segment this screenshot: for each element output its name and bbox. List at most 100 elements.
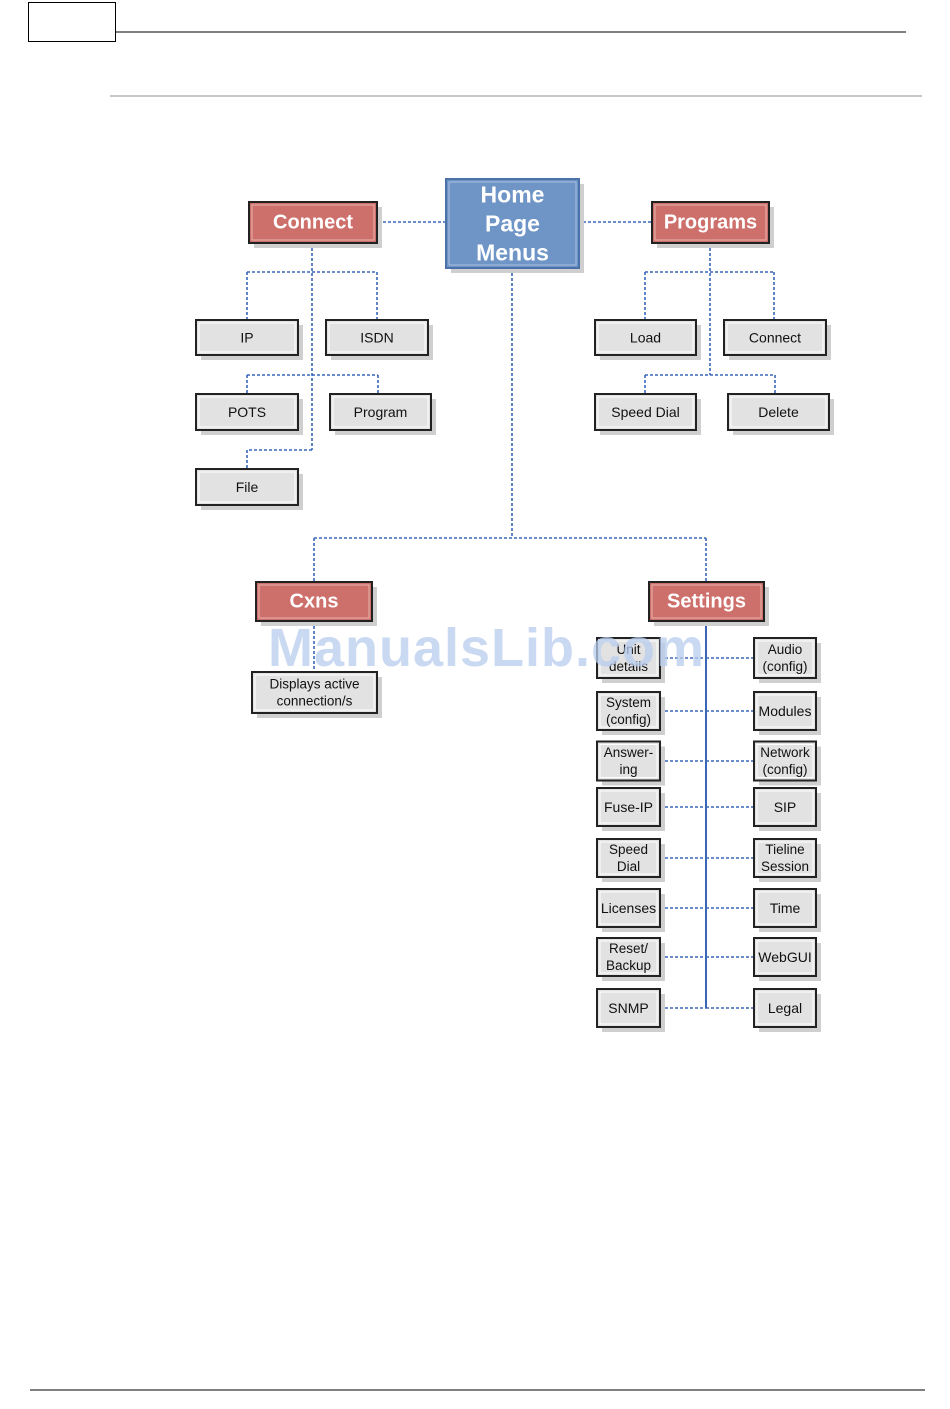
node-inner-border [756,891,814,925]
node-box [753,937,817,977]
settings-item-system-config-label: System [606,695,651,710]
node-box [723,319,827,356]
settings-item-time-label: Time [770,900,801,916]
settings-item-webgui: WebGUI [753,937,821,981]
cxns-item-active-connections: Displays active connection/s [251,671,382,718]
connect-item-pots: POTS [195,393,303,435]
node-box [594,393,697,431]
settings-item-licenses-label: Licenses [601,900,656,916]
category-cxns-label: Cxns [290,591,339,613]
node-inner-border [258,584,370,619]
node-inner-border [448,181,577,266]
node-inner-border [756,841,814,875]
settings-item-sip: SIP [753,787,821,831]
node-inner-border [756,694,814,728]
node-inner-border [651,584,762,619]
node-inner-border [198,322,296,353]
node-box [325,319,429,356]
node-inner-border [599,640,658,676]
settings-item-reset-backup-label: Reset/ [609,941,648,956]
node-inner-border [730,396,827,428]
home-page-menus-label: Page [485,211,540,237]
node-box [753,988,817,1028]
settings-item-legal: Legal [753,988,821,1032]
settings-item-audio-config-label: Audio [768,642,803,657]
node-box [596,740,661,782]
node-box [596,637,661,679]
node-inner-border [756,991,814,1025]
node-inner-border [597,396,694,428]
settings-item-reset-backup-label: Backup [606,958,651,973]
program-item-connect-label: Connect [749,330,801,346]
connect-item-file-label: File [236,479,259,495]
settings-item-webgui-label: WebGUI [758,949,811,965]
node-inner-border [599,841,658,875]
settings-item-system-config: System (config) [596,691,665,735]
category-settings-label: Settings [667,591,746,613]
node-inner-border [599,790,658,824]
node-inner-border [599,891,658,925]
node-box [195,468,299,506]
settings-item-modules: Modules [753,691,821,735]
settings-item-time: Time [753,888,821,932]
connect-item-program-label: Program [354,404,408,420]
node-inner-border [198,471,296,503]
node-box [596,937,661,977]
program-item-speed-dial-label: Speed Dial [611,404,680,420]
settings-item-audio-config-label: (config) [762,659,807,674]
node-box [596,691,661,731]
settings-item-system-config-label: (config) [606,712,651,727]
node-box [596,988,661,1028]
settings-item-network-config-label: Network [760,745,810,760]
settings-item-fuse-ip-label: Fuse-IP [604,799,653,815]
settings-item-audio-config: Audio (config) [753,637,821,683]
home-page-menus-label: Menus [476,240,549,266]
node-inner-border [726,322,824,353]
node-inner-border [756,640,814,676]
settings-item-snmp-label: SNMP [608,1000,648,1016]
node-box [251,671,378,714]
home-page-menus-label: Home [481,182,545,208]
node-inner-border [599,694,658,728]
node-box [753,787,817,827]
settings-item-speed-dial-label: Speed [609,842,648,857]
connect-item-isdn-label: ISDN [360,330,393,346]
cxns-item-active-connections-label: Displays active [269,677,359,692]
node-box [248,201,378,244]
node-box [596,888,661,928]
cxns-item-active-connections-label: connection/s [277,694,353,709]
node-inner-border [756,940,814,974]
node-inner-border [599,991,658,1025]
program-item-delete: Delete [727,393,834,435]
program-item-connect: Connect [723,319,831,360]
node-inner-border [198,396,296,428]
node-box [594,319,697,356]
settings-item-unit-details-label: Unit [616,642,640,657]
node-box [651,201,770,244]
node-inner-border [756,790,814,824]
settings-item-sip-label: SIP [774,799,797,815]
node-inner-border [599,940,658,974]
node-box [195,319,299,356]
settings-item-snmp: SNMP [596,988,665,1032]
node-inner-border [254,674,375,711]
settings-item-network-config-label: (config) [762,762,807,777]
connect-item-pots-label: POTS [228,404,266,420]
node-box [596,838,661,878]
node-inner-border [332,396,429,428]
page-number-box [28,2,116,42]
node-inner-border [328,322,426,353]
settings-item-fuse-ip: Fuse-IP [596,787,665,831]
header-rule [110,31,922,97]
settings-item-legal-label: Legal [768,1000,802,1016]
footer-rule [30,1389,925,1391]
category-cxns: Cxns [255,581,377,626]
connect-item-file: File [195,468,303,510]
settings-item-unit-details-label: details [609,659,648,674]
connect-item-ip: IP [195,319,303,360]
connect-item-program: Program [329,393,436,435]
